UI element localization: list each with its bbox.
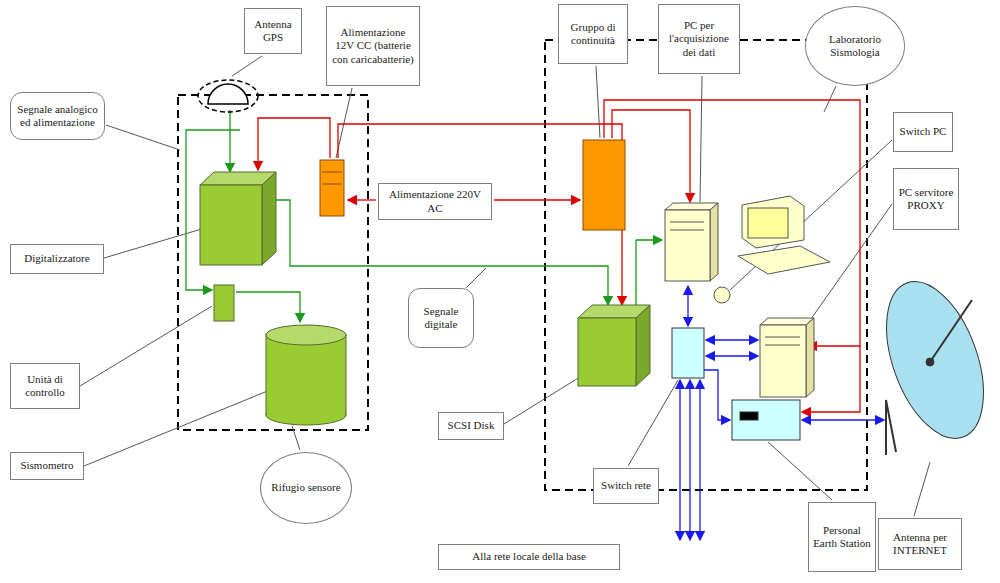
callout-box: PC per l'acquisizione dei dati [658, 4, 740, 74]
battery [320, 160, 344, 216]
callout-text: Segnale digitale [413, 305, 469, 331]
callout-box: Alimentazione 12V CC (batterie con caric… [326, 6, 420, 86]
callout-text: Gruppo di continuità [563, 21, 623, 47]
callout-text: Segnale analogico ed alimentazione [15, 103, 100, 129]
callout-box: Sismometro [10, 452, 84, 480]
gps-antenna [198, 80, 258, 112]
leader-lines [80, 56, 930, 516]
callout-text: Alla rete locale della base [472, 550, 586, 563]
callout-box: Alimentazione 220V AC [378, 183, 492, 220]
callout-box: Switch PC [893, 112, 953, 152]
callout-text: Switch PC [900, 125, 947, 138]
callout-text: Antenna GPS [249, 18, 297, 44]
callout-box: Digitalizzatore [10, 244, 104, 274]
callout-text: SCSI Disk [448, 419, 495, 432]
control-unit [214, 285, 234, 321]
callout-box: PC servitore PROXY [893, 168, 959, 230]
callout-box: Switch rete [593, 468, 659, 504]
callout-text: Rifugio sensore [271, 481, 340, 494]
monitor-keyboard [714, 196, 830, 303]
callout-text: Digitalizzatore [24, 252, 89, 265]
callout-text: Antenna per INTERNET [883, 531, 957, 557]
callout-box: SCSI Disk [438, 412, 504, 440]
power-wires [258, 100, 860, 412]
sensor-shelter-outline [178, 95, 368, 430]
callout-box: Antenna GPS [244, 8, 302, 54]
callout-oval: Laboratorio Sismologia [805, 6, 905, 86]
callout-oval: Rifugio sensore [260, 452, 352, 524]
callout-text: PC servitore PROXY [898, 186, 954, 212]
callout-text: PC per l'acquisizione dei dati [663, 19, 735, 59]
callout-box: Alla rete locale della base [438, 544, 620, 570]
digitizer-cube [200, 172, 276, 265]
callout-text: Switch rete [601, 479, 651, 492]
callout-box: Unità di controllo [10, 363, 80, 409]
callout-box: Segnale digitale [408, 288, 474, 348]
callout-text: Alimentazione 12V CC (batterie con caric… [331, 26, 415, 66]
network-switch [672, 328, 704, 378]
acquisition-pc [665, 203, 718, 281]
callout-text: Unità di controllo [15, 373, 75, 399]
scsi-disk [578, 305, 650, 386]
callout-box: Personal Earth Station [808, 502, 876, 572]
proxy-pc [760, 318, 814, 397]
earth-station [732, 400, 800, 440]
lab-outline [545, 40, 867, 490]
callout-text: Sismometro [20, 459, 73, 472]
ups [583, 140, 625, 230]
callout-text: Laboratorio Sismologia [816, 33, 894, 59]
callout-box: Antenna per INTERNET [878, 518, 962, 570]
satellite-dish [867, 269, 1000, 455]
seismometer [266, 325, 346, 425]
callout-text: Alimentazione 220V AC [383, 188, 487, 214]
callout-text: Personal Earth Station [813, 524, 871, 550]
callout-box: Gruppo di continuità [558, 4, 628, 64]
callout-box: Segnale analogico ed alimentazione [10, 92, 105, 140]
